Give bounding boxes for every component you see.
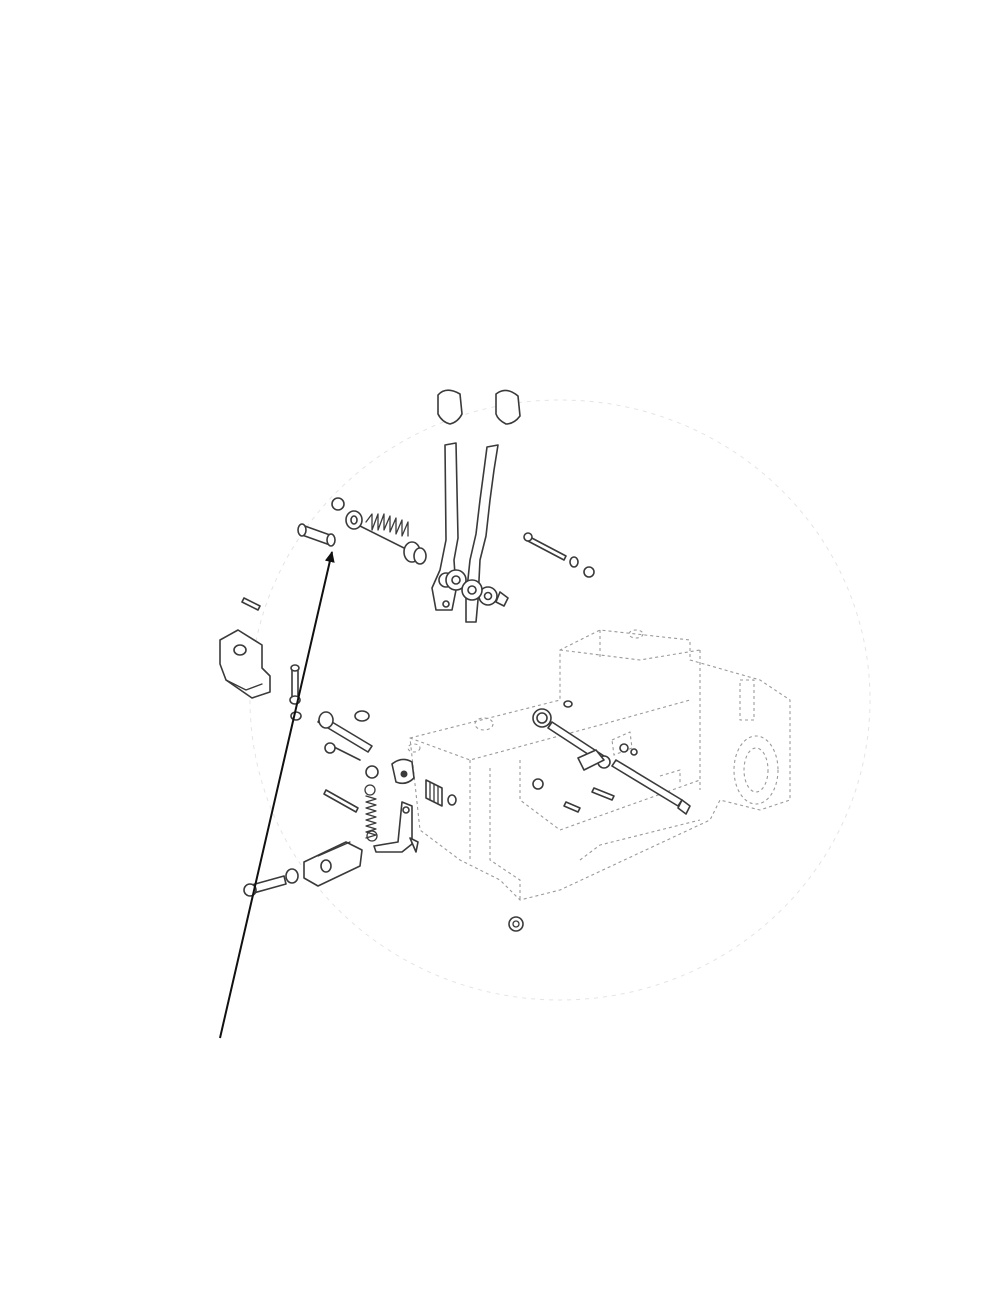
clevis-fork [303,841,363,887]
bell-crank [373,801,419,853]
knob-right [495,389,521,425]
bolt-upper-right [523,532,595,578]
leader-arrow [219,551,335,1039]
friction-spring-assembly [331,497,427,565]
knob-left [437,389,463,425]
long-bolt [317,710,373,753]
linkage-cluster [323,742,457,813]
roll-pin [241,597,261,611]
pivot-pin [297,523,336,547]
loose-plug [508,916,524,932]
mounting-bracket [219,629,271,699]
cross-shaft [532,700,691,815]
lift-housing [407,629,791,901]
control-lever-right [465,444,509,623]
lower-bolt [243,868,299,897]
tension-spring [364,784,378,842]
lever-hub [445,569,483,601]
background-guide [249,399,871,1001]
